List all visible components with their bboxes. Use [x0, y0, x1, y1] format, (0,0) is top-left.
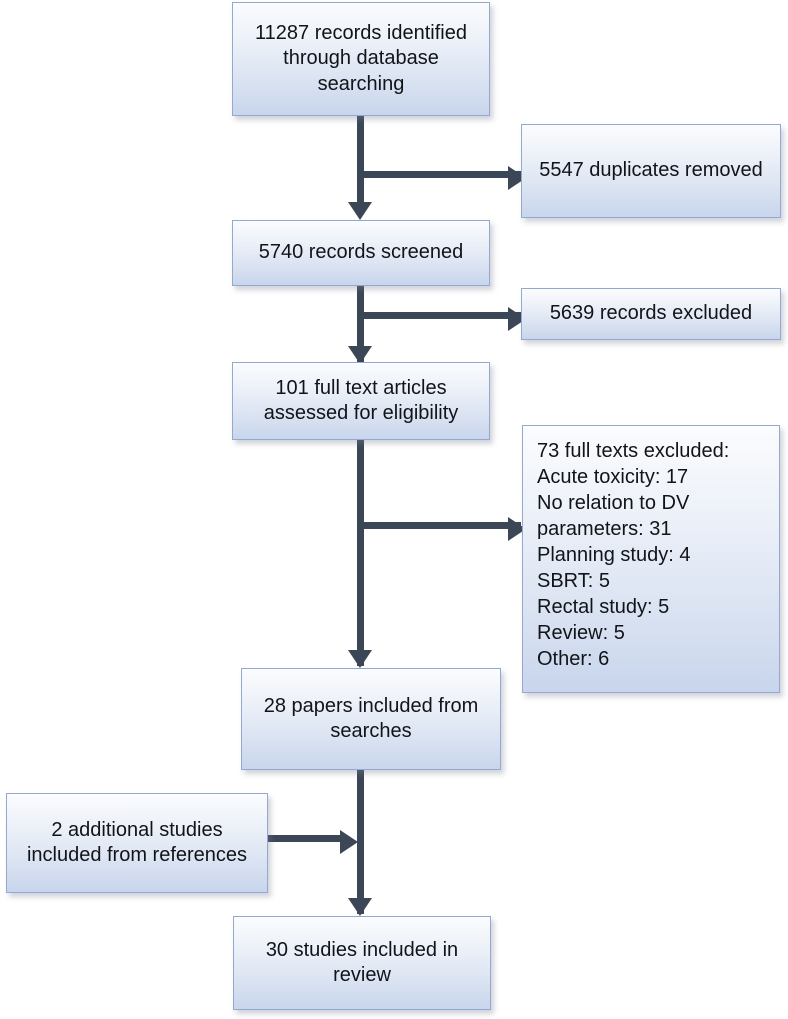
connector-to-fulltext-excluded [357, 522, 521, 529]
node-records-screened-label: 5740 records screened [258, 241, 464, 264]
node-fulltext-assessed[interactable]: 101 full text articles assessed for elig… [232, 362, 490, 440]
arrowhead-into-fulltext [348, 346, 372, 364]
connector-additional-to-stem [266, 835, 346, 842]
node-fulltext-excluded-label: 73 full texts excluded: Acute toxicity: … [537, 440, 730, 670]
arrowhead-into-review [348, 898, 372, 916]
connector-to-duplicates [357, 171, 521, 178]
node-additional-studies-label: 2 additional studies included from refer… [26, 818, 248, 866]
node-additional-studies[interactable]: 2 additional studies included from refer… [6, 793, 268, 893]
node-duplicates-removed[interactable]: 5547 duplicates removed [521, 124, 781, 218]
connector-papers-to-review [357, 768, 364, 914]
connector-fulltext-to-papers [357, 438, 364, 666]
node-fulltext-assessed-label: 101 full text articles assessed for elig… [263, 376, 459, 424]
connector-screened-to-fulltext [357, 283, 364, 363]
node-fulltext-excluded[interactable]: 73 full texts excluded: Acute toxicity: … [522, 425, 780, 693]
arrowhead-into-fulltext-excluded [508, 517, 526, 541]
node-duplicates-removed-label: 5547 duplicates removed [539, 159, 763, 182]
node-records-excluded[interactable]: 5639 records excluded [521, 288, 781, 340]
node-records-screened[interactable]: 5740 records screened [232, 220, 490, 286]
node-records-excluded-label: 5639 records excluded [549, 302, 753, 325]
node-studies-in-review-label: 30 studies included in review [265, 938, 459, 986]
connector-to-records-excluded [357, 312, 521, 319]
arrowhead-into-screened [348, 202, 372, 220]
arrowhead-additional-into-stem [340, 830, 358, 854]
node-studies-in-review[interactable]: 30 studies included in review [233, 916, 491, 1010]
node-papers-from-searches[interactable]: 28 papers included from searches [241, 668, 501, 770]
node-records-identified[interactable]: 11287 records identified through databas… [232, 2, 490, 116]
arrowhead-into-papers [348, 650, 372, 668]
connector-identified-to-screened [357, 112, 364, 208]
node-records-identified-label: 11287 records identified through databas… [255, 22, 467, 95]
node-papers-from-searches-label: 28 papers included from searches [263, 694, 479, 742]
